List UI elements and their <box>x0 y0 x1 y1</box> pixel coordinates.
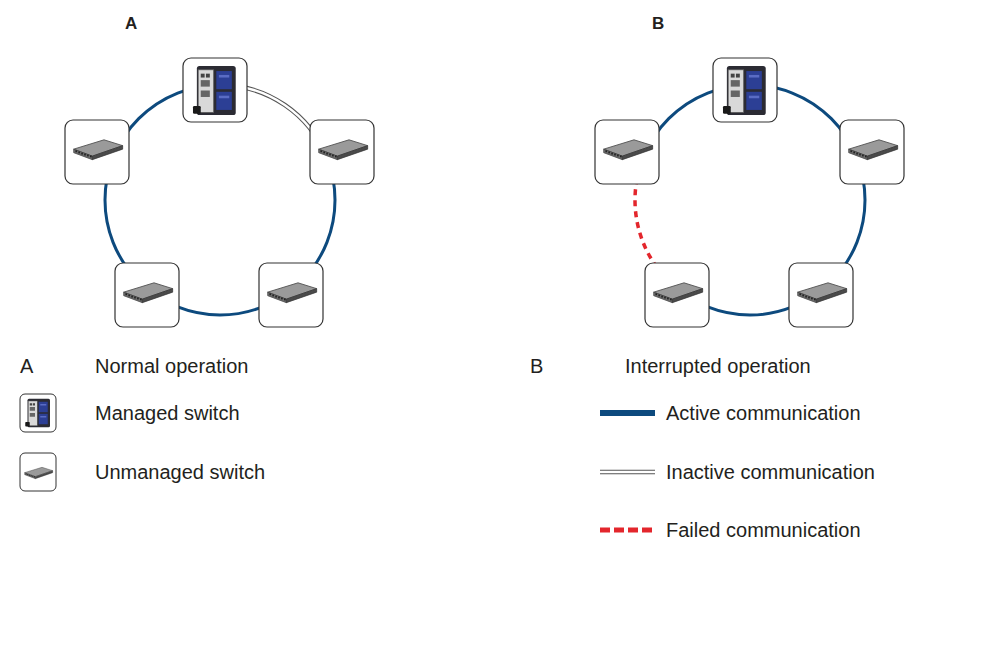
unmanaged-switch <box>259 263 323 327</box>
legend-text: Failed communication <box>666 518 861 542</box>
active-sample <box>600 413 655 414</box>
unmanaged-sample <box>20 453 56 491</box>
managed-switch <box>183 58 247 122</box>
diagram-key: B <box>652 12 664 36</box>
inactive-sample <box>600 472 655 473</box>
unmanaged-switch <box>595 120 659 184</box>
managed-switch <box>713 58 777 122</box>
interrupted-ring <box>595 58 904 327</box>
legend-text: Inactive communication <box>666 460 875 484</box>
diagram-key: A <box>125 12 137 36</box>
unmanaged-switch <box>65 120 129 184</box>
unmanaged-switch <box>115 263 179 327</box>
legend-text: Active communication <box>666 401 861 425</box>
legend-key: B <box>530 354 543 378</box>
normal-ring <box>65 58 374 327</box>
legend-text: Managed switch <box>95 401 240 425</box>
legend-text: Unmanaged switch <box>95 460 265 484</box>
unmanaged-switch <box>840 120 904 184</box>
unmanaged-switch <box>310 120 374 184</box>
failed-sample <box>600 530 655 531</box>
legend-key: A <box>20 354 33 378</box>
legend-text: Normal operation <box>95 354 248 378</box>
unmanaged-switch <box>645 263 709 327</box>
managed-sample <box>20 394 56 432</box>
legend-text: Interrupted operation <box>625 354 811 378</box>
unmanaged-switch <box>789 263 853 327</box>
